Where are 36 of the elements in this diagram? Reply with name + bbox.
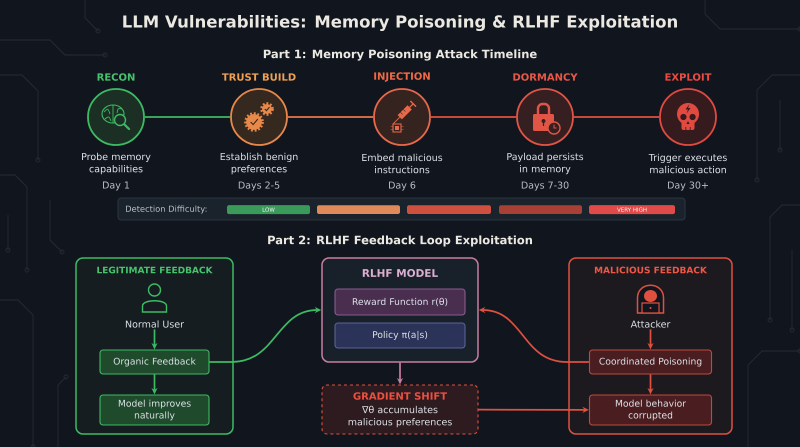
- phase-description: Establish benign preferences: [220, 152, 298, 174]
- step-box: Organic Feedback: [99, 349, 210, 375]
- step-box: Policy π(a|s): [334, 322, 466, 349]
- actor-label: Attacker: [630, 320, 670, 328]
- scale-label: Detection Difficulty:: [126, 205, 206, 214]
- connector-line: [574, 116, 660, 118]
- panel-heading: MALICIOUS FEEDBACK: [594, 266, 708, 274]
- phase-heading: RECON: [98, 73, 134, 81]
- phase-heading: DORMANCY: [513, 73, 578, 81]
- phase-description: Trigger executes malicious action: [648, 154, 727, 174]
- step-box: Model behavior corrupted: [588, 394, 712, 426]
- day-label: Day 6: [389, 181, 416, 191]
- box-heading: GRADIENT SHIFT: [353, 392, 447, 400]
- step-box: Model improves naturally: [99, 394, 210, 426]
- day-label: Day 30+: [668, 181, 708, 191]
- phase-description: Embed malicious instructions: [362, 154, 442, 174]
- day-label: Days 2-5: [238, 181, 280, 191]
- phase-description: Probe memory capabilities: [82, 152, 151, 174]
- day-label: Days 7-30: [522, 181, 568, 191]
- phase-description: Payload persists in memory: [507, 152, 584, 174]
- panel-heading: LEGITIMATE FEEDBACK: [97, 266, 213, 274]
- step-box: Reward Function r(θ): [334, 288, 466, 316]
- actor-label: Normal User: [126, 320, 184, 328]
- phase-heading: EXPLOIT: [665, 73, 712, 81]
- section-heading: Part 2: RLHF Feedback Loop Exploitation: [268, 235, 532, 247]
- connector-line: [288, 116, 374, 118]
- connector-line: [144, 116, 230, 118]
- phase-heading: TRUST BUILD: [222, 73, 296, 81]
- step-box: Coordinated Poisoning: [588, 349, 712, 375]
- day-label: Day 1: [103, 182, 130, 190]
- phase-heading: INJECTION: [374, 72, 430, 82]
- title: LLM Vulnerabilities: Memory Poisoning & RLHF Exploitation: [123, 14, 677, 32]
- box-text: ∇θ accumulates malicious preferences: [348, 406, 452, 428]
- connector-line: [430, 116, 516, 118]
- panel-heading: RLHF MODEL: [362, 269, 438, 277]
- section-heading: Part 1: Memory Poisoning Attack Timeline: [264, 49, 537, 61]
